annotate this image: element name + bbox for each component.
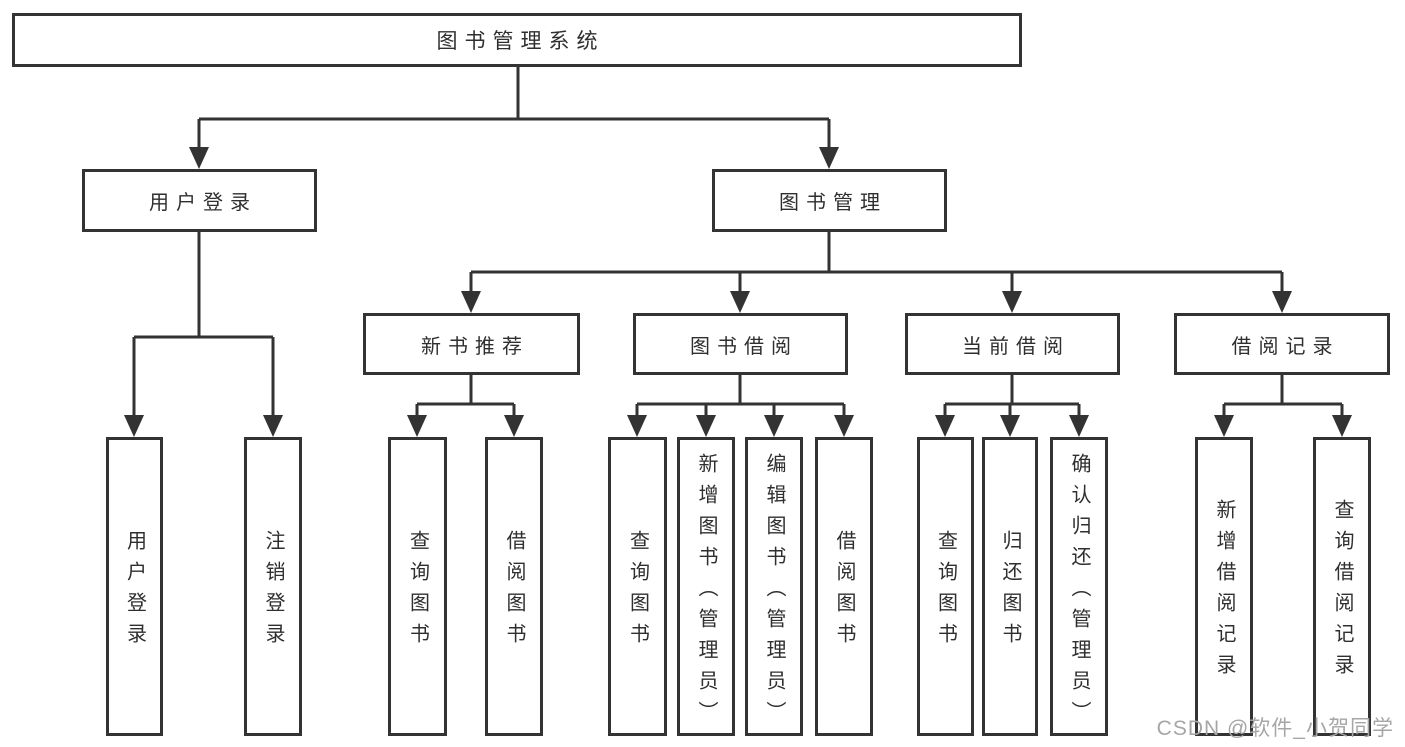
leaf-return-books: 归还图书 xyxy=(982,437,1038,736)
node-current-borrow: 当前借阅 xyxy=(905,313,1120,375)
node-new-book-recommend-label: 新书推荐 xyxy=(421,335,529,358)
leaf-borrow-query-books: 查询图书 xyxy=(608,437,667,736)
leaf-logout-label: 注销登录 xyxy=(262,530,284,654)
leaf-add-books-admin: 新增图书（管理员） xyxy=(677,437,735,736)
arrowhead-icons xyxy=(124,147,1352,437)
leaf-borrow-borrow-books-label: 借阅图书 xyxy=(833,530,855,654)
leaf-confirm-return-admin: 确认归还（管理员） xyxy=(1050,437,1108,736)
node-user-login: 用户登录 xyxy=(82,169,317,232)
csdn-watermark: CSDN @软件_小贺同学 xyxy=(1156,717,1394,740)
node-book-management-label: 图书管理 xyxy=(779,192,887,214)
leaf-user-login-label: 用户登录 xyxy=(123,530,146,654)
leaf-confirm-return-admin-label: 确认归还（管理员） xyxy=(1068,452,1090,732)
node-root-label: 图书管理系统 xyxy=(436,30,605,53)
leaf-edit-books-admin-label: 编辑图书（管理员） xyxy=(763,452,785,732)
leaf-query-borrow-record-label: 查询借阅记录 xyxy=(1331,499,1353,685)
node-borrow-record-label: 借阅记录 xyxy=(1231,335,1340,358)
node-root-system: 图书管理系统 xyxy=(12,13,1022,67)
leaf-current-query-books-label: 查询图书 xyxy=(934,530,957,654)
leaf-query-borrow-record: 查询借阅记录 xyxy=(1313,437,1371,736)
node-book-borrow-label: 图书借阅 xyxy=(690,335,798,358)
leaf-borrow-query-books-label: 查询图书 xyxy=(626,530,649,654)
node-user-login-label: 用户登录 xyxy=(149,192,257,214)
connector-paths xyxy=(132,67,1344,416)
leaf-current-query-books: 查询图书 xyxy=(917,437,974,736)
leaf-newbook-borrow-books-label: 借阅图书 xyxy=(503,530,525,654)
node-borrow-record: 借阅记录 xyxy=(1174,313,1390,375)
leaf-newbook-borrow-books: 借阅图书 xyxy=(485,437,543,736)
leaf-newbook-query-books-label: 查询图书 xyxy=(406,530,429,654)
leaf-edit-books-admin: 编辑图书（管理员） xyxy=(745,437,803,736)
leaf-newbook-query-books: 查询图书 xyxy=(388,437,447,736)
node-current-borrow-label: 当前借阅 xyxy=(962,335,1070,358)
node-book-management: 图书管理 xyxy=(712,169,947,232)
leaf-return-books-label: 归还图书 xyxy=(999,530,1021,654)
leaf-add-borrow-record-label: 新增借阅记录 xyxy=(1213,499,1235,685)
leaf-logout: 注销登录 xyxy=(244,437,302,736)
leaf-borrow-borrow-books: 借阅图书 xyxy=(815,437,873,736)
node-new-book-recommend: 新书推荐 xyxy=(363,313,580,375)
leaf-user-login: 用户登录 xyxy=(106,437,163,736)
leaf-add-borrow-record: 新增借阅记录 xyxy=(1195,437,1253,736)
node-book-borrow: 图书借阅 xyxy=(633,313,848,375)
leaf-add-books-admin-label: 新增图书（管理员） xyxy=(695,452,717,732)
